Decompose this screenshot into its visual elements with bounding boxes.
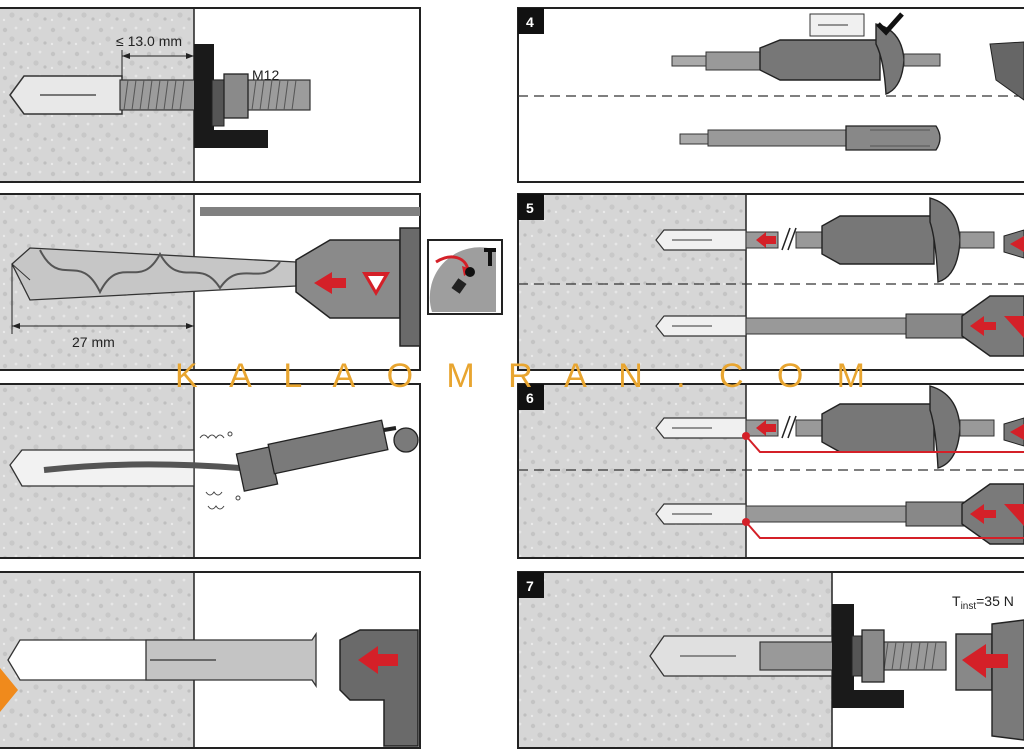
hammer-mode-icon [427,239,503,315]
blow-out-tube [43,461,241,473]
panel-1: ≤ 13.0 mm M12 [0,7,421,183]
panel-2: 27 mm [0,193,421,371]
hammer-drill [399,227,421,347]
anchor-insert [145,631,317,689]
step-number: 4 [526,14,534,30]
dimension-label: ≤ 13.0 mm [116,33,182,49]
step-number: 5 [526,200,534,216]
step-number: 6 [526,390,534,406]
mark-line [745,435,1024,453]
depth-gauge-rod [200,207,420,216]
check-icon [876,12,904,36]
panel-step-5: 5 [517,193,1024,371]
depth-label: 27 mm [72,334,115,350]
drill-direction-arrow [314,272,346,294]
panel-3 [0,383,421,559]
fixture-plate [194,44,214,148]
setting-tool-handle [759,39,881,81]
setting-tool-rod [707,129,849,147]
step-number: 7 [526,578,534,594]
panel-step-4: 4 [517,7,1024,183]
nut [223,73,249,119]
panel-step-7: 7 Tinst=35 N [517,571,1024,749]
torque-label: Tinst=35 N [952,593,1014,612]
panel-step-6: 6 [517,383,1024,559]
panel-left-4 [0,571,421,749]
bolt-size-label: M12 [252,67,279,83]
